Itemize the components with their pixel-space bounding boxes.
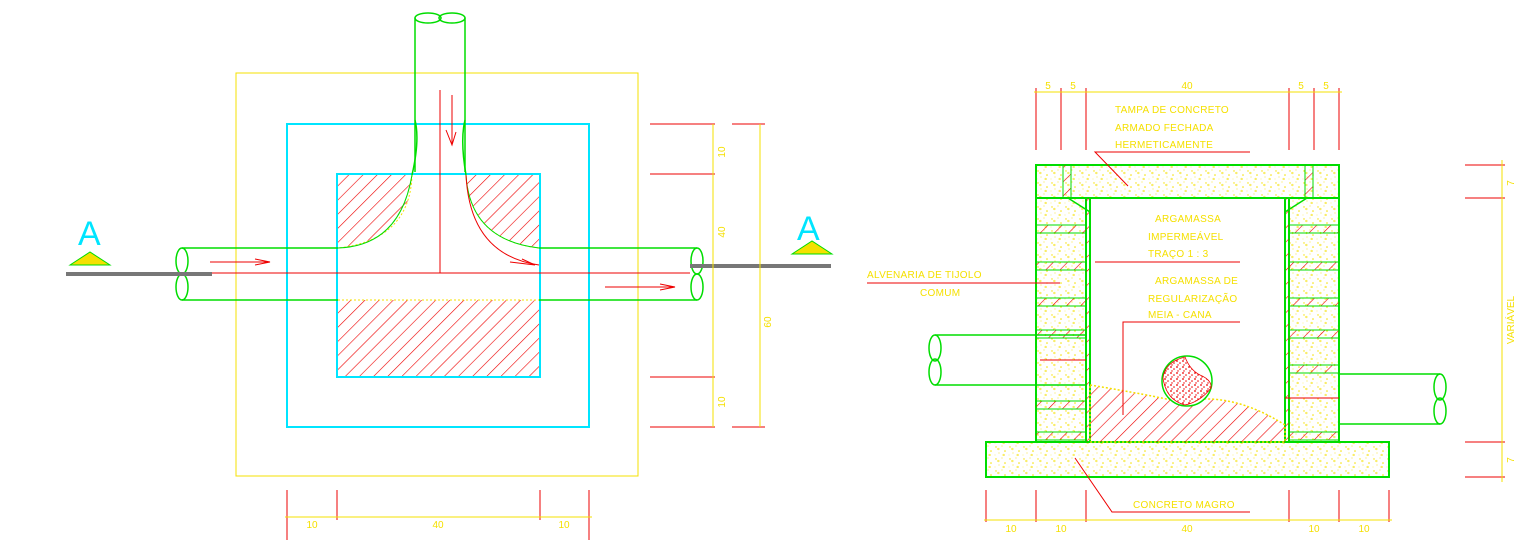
label-alvenaria: ALVENARIA DE TIJOLO COMUM — [867, 270, 1060, 299]
label-argamassa-reg-line-1: ARGAMASSA DE — [1155, 276, 1238, 287]
section-view: 5 5 40 5 5 10 10 40 10 10 — [867, 81, 1517, 535]
section-dims-top: 5 5 40 5 5 — [1034, 81, 1342, 150]
section-dim-bottom-2: 10 — [1055, 524, 1067, 535]
section-dim-bottom-5: 10 — [1358, 524, 1370, 535]
plan-hatch-right — [466, 175, 539, 248]
plan-dims-right: 10 40 10 60 — [650, 123, 774, 428]
plan-wall-inner — [336, 173, 541, 378]
plan-outer-square — [235, 72, 639, 477]
label-concreto-magro-text: CONCRETO MAGRO — [1133, 500, 1235, 511]
section-dim-bottom-3: 40 — [1181, 524, 1193, 535]
plan-pipe-right — [539, 247, 697, 301]
section-dim-top-4: 5 — [1298, 81, 1304, 92]
plan-view: A A 10 40 10 60 10 40 10 — [66, 12, 834, 540]
label-tampa-line-1: TAMPA DE CONCRETO — [1115, 105, 1229, 116]
plan-dims-bottom: 10 40 10 — [285, 490, 592, 540]
section-marker-left-triangle — [68, 251, 112, 266]
right-brick-wall — [1284, 197, 1340, 443]
plan-dim-bottom-2: 40 — [432, 520, 444, 531]
label-argamassa-imp-line-2: IMPERMEÁVEL — [1148, 230, 1224, 243]
section-dim-right-2: VARIÁVEL — [1504, 295, 1517, 344]
plan-hatch-left — [338, 175, 412, 248]
plan-dim-right-1: 10 — [717, 146, 728, 158]
label-argamassa-regularizacao: ARGAMASSA DE REGULARIZAÇÃO MEIA - CANA — [1122, 276, 1240, 415]
label-tampa: TAMPA DE CONCRETO ARMADO FECHADA HERMETI… — [1093, 105, 1250, 187]
label-argamassa-reg-line-3: MEIA - CANA — [1148, 310, 1212, 321]
section-dim-top-3: 40 — [1181, 81, 1193, 92]
label-argamassa-reg-line-2: REGULARIZAÇÃO — [1148, 292, 1237, 305]
label-argamassa-imp-line-3: TRAÇO 1 : 3 — [1148, 249, 1209, 260]
section-dims-right: 7 VARIÁVEL 7 — [1465, 160, 1517, 482]
plan-dim-right-total: 60 — [763, 316, 774, 328]
lid-slab — [1035, 164, 1340, 199]
label-concreto-magro: CONCRETO MAGRO — [1074, 457, 1250, 513]
plan-dim-right-2: 40 — [717, 226, 728, 238]
label-alvenaria-line-2: COMUM — [920, 288, 960, 299]
plan-pipe-top — [414, 18, 466, 172]
section-marker-right: A — [797, 210, 820, 248]
section-dims-bottom: 10 10 40 10 10 — [984, 490, 1392, 535]
plan-wall-outer — [286, 123, 590, 428]
section-dim-right-1: 7 — [1506, 180, 1517, 186]
plan-dim-right-3: 10 — [717, 396, 728, 408]
section-pipe-left — [935, 334, 1086, 386]
section-dim-bottom-4: 10 — [1308, 524, 1320, 535]
plan-pipe-left — [182, 247, 338, 301]
section-marker-right-triangle — [790, 240, 834, 255]
left-brick-wall — [1035, 197, 1091, 443]
label-argamassa-impermeavel: ARGAMASSA IMPERMEÁVEL TRAÇO 1 : 3 — [1095, 214, 1240, 263]
section-marker-left: A — [78, 215, 101, 253]
section-dim-right-3: 7 — [1506, 457, 1517, 463]
plan-dim-bottom-1: 10 — [306, 520, 318, 531]
plan-dim-bottom-3: 10 — [558, 520, 570, 531]
section-dim-top-5: 5 — [1323, 81, 1329, 92]
section-dim-top-2: 5 — [1070, 81, 1076, 92]
label-alvenaria-line-1: ALVENARIA DE TIJOLO — [867, 270, 982, 281]
section-dim-top-1: 5 — [1045, 81, 1051, 92]
label-tampa-line-3: HERMETICAMENTE — [1115, 140, 1213, 151]
label-tampa-line-2: ARMADO FECHADA — [1115, 123, 1214, 134]
section-pipe-right — [1339, 373, 1440, 425]
label-argamassa-imp-line-1: ARGAMASSA — [1155, 214, 1221, 225]
section-dim-bottom-1: 10 — [1005, 524, 1017, 535]
base-slab — [985, 441, 1390, 478]
plan-hatch-bottom — [338, 300, 539, 376]
